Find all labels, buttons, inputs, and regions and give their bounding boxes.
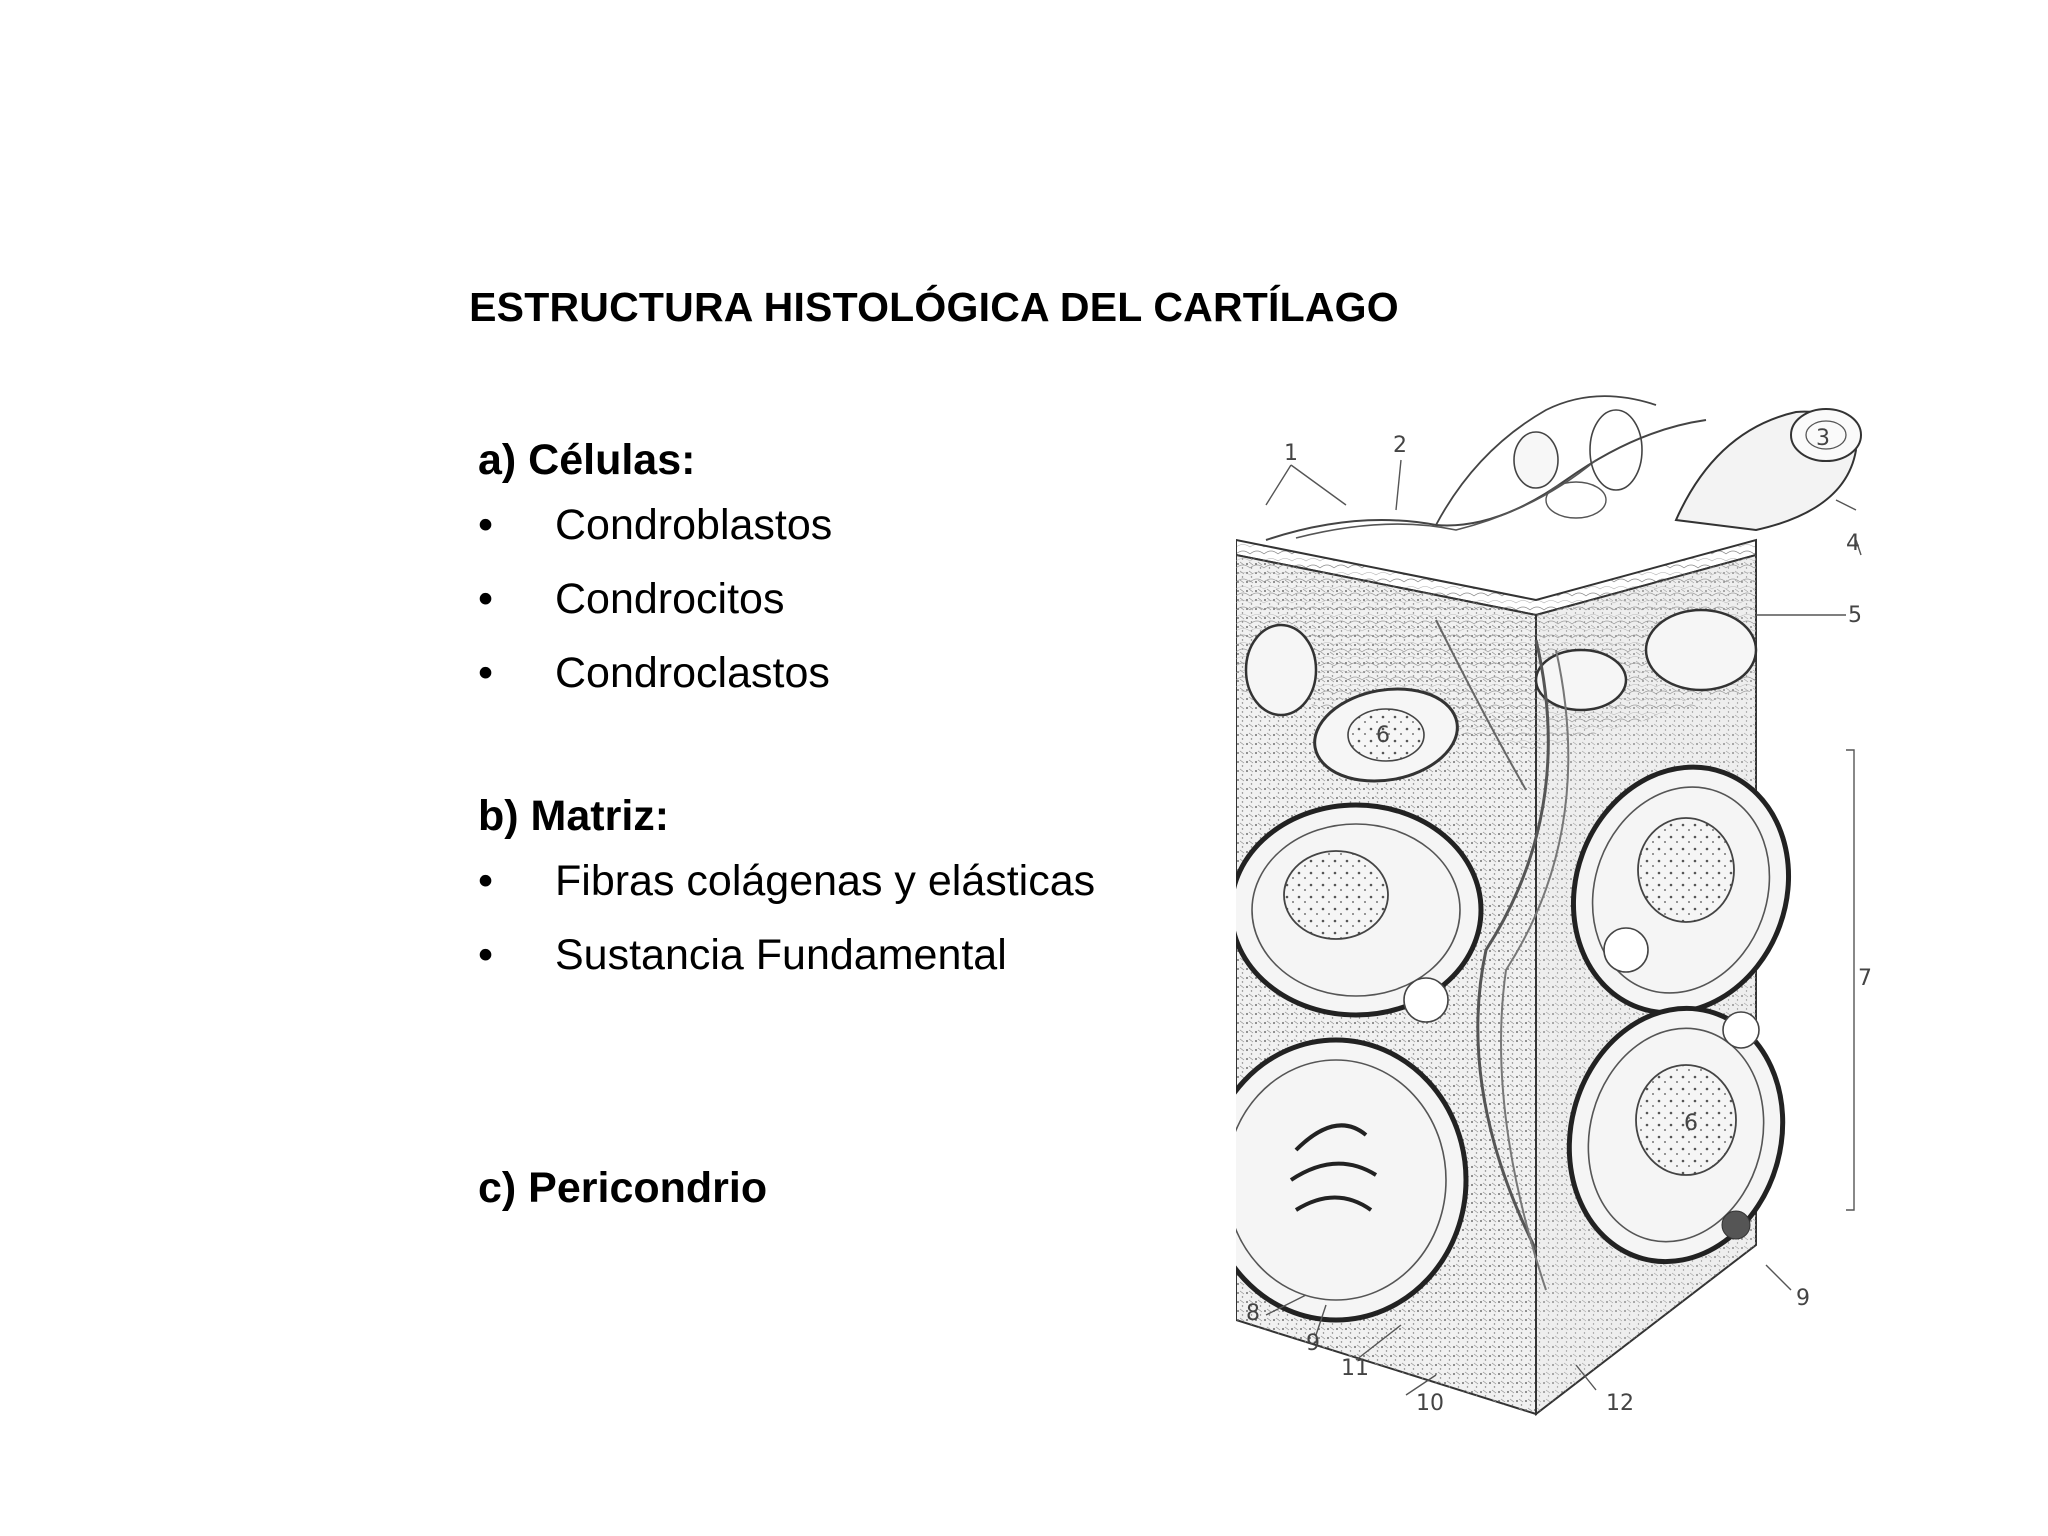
svg-text:6: 6 xyxy=(1684,1111,1698,1136)
svg-text:6: 6 xyxy=(1376,723,1390,748)
cartilage-illustration: 1 2 3 4 5 6 6 7 8 9 9 10 11 12 xyxy=(1236,390,1956,1430)
svg-text:9: 9 xyxy=(1796,1286,1810,1311)
svg-text:12: 12 xyxy=(1606,1391,1634,1416)
svg-text:7: 7 xyxy=(1858,966,1872,991)
list-item: • Condroclastos xyxy=(478,636,1198,710)
svg-text:10: 10 xyxy=(1416,1391,1444,1416)
bullet-icon: • xyxy=(478,857,494,905)
list-item-label: Fibras colágenas y elásticas xyxy=(555,857,1096,905)
text-block: a) Células: • Condroblastos • Condrocito… xyxy=(478,432,1198,1216)
list-item-label: Condrocitos xyxy=(555,575,785,623)
svg-text:3: 3 xyxy=(1816,426,1830,451)
list-item-label: Condroclastos xyxy=(555,649,830,697)
svg-text:8: 8 xyxy=(1246,1301,1260,1326)
list-item-label: Condroblastos xyxy=(555,501,833,549)
svg-text:5: 5 xyxy=(1848,603,1862,628)
list-item: • Fibras colágenas y elásticas xyxy=(478,844,1198,918)
section-heading-perichondrium: c) Pericondrio xyxy=(478,1164,768,1212)
svg-text:9: 9 xyxy=(1306,1331,1320,1356)
svg-text:1: 1 xyxy=(1284,441,1298,466)
bullet-icon: • xyxy=(478,931,494,979)
svg-text:2: 2 xyxy=(1393,433,1407,458)
svg-text:4: 4 xyxy=(1846,531,1860,556)
list-item: • Condroblastos xyxy=(478,488,1198,562)
bullet-icon: • xyxy=(478,649,494,697)
section-heading-cells: a) Células: xyxy=(478,436,696,484)
list-item-label: Sustancia Fundamental xyxy=(555,931,1007,979)
slide-title: ESTRUCTURA HISTOLÓGICA DEL CARTÍLAGO xyxy=(469,284,1399,330)
cartilage-block-drawing: 1 2 3 4 5 6 6 7 8 9 9 10 11 12 xyxy=(1236,395,1872,1417)
svg-text:11: 11 xyxy=(1341,1356,1369,1381)
list-item: • Sustancia Fundamental xyxy=(478,918,1198,992)
list-item: • Condrocitos xyxy=(478,562,1198,636)
bullet-icon: • xyxy=(478,501,494,549)
bullet-icon: • xyxy=(478,575,494,623)
section-heading-matrix: b) Matriz: xyxy=(478,792,670,840)
